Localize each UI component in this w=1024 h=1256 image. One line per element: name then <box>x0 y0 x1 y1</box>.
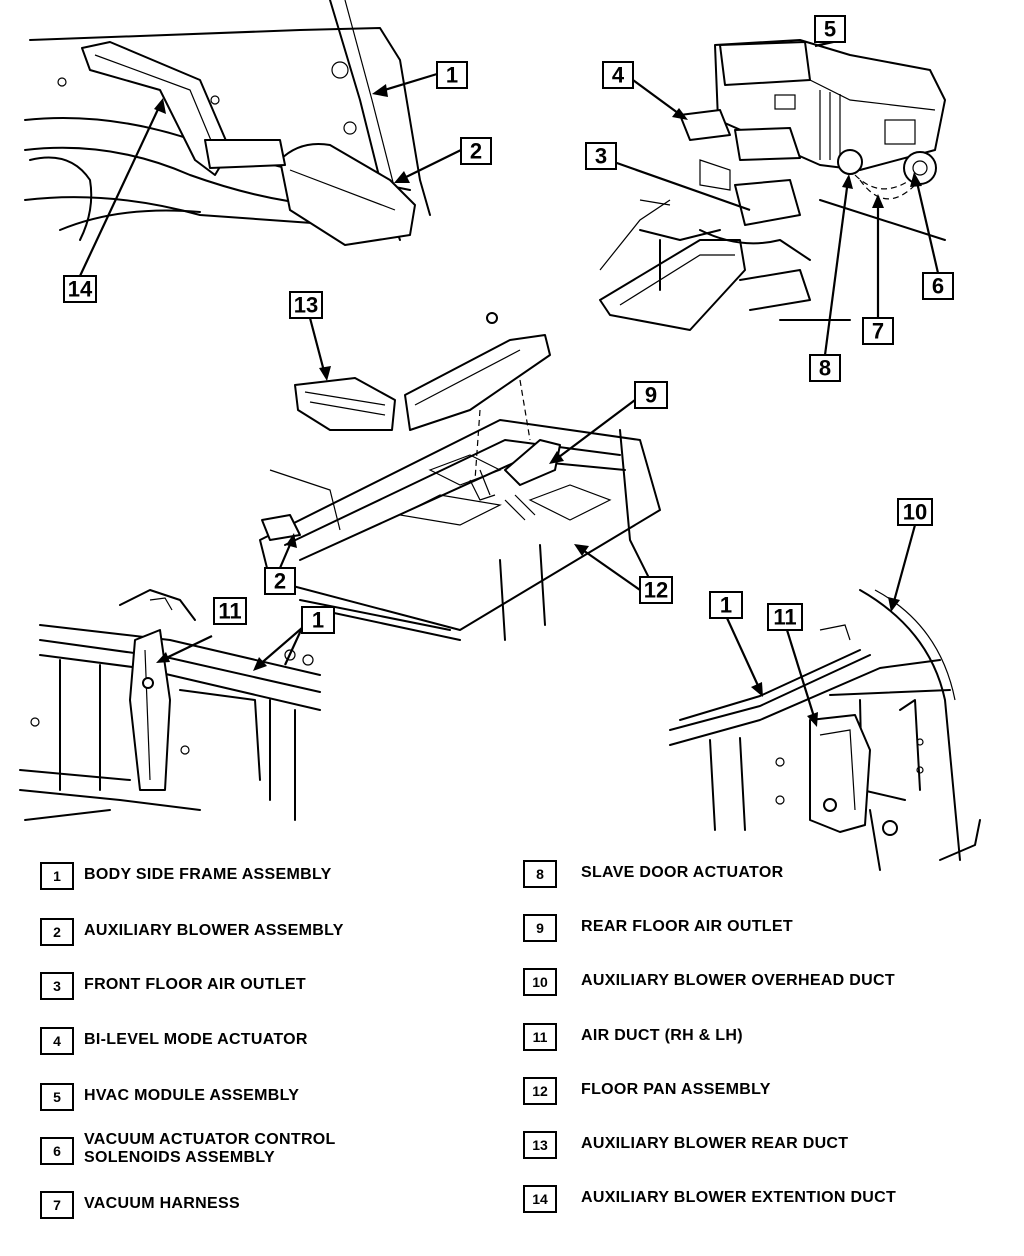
legend-item-6: 6 VACUUM ACTUATOR CONTROL SOLENOIDS ASSE… <box>40 1131 336 1167</box>
legend-num: 11 <box>523 1023 557 1051</box>
callout-c-12 <box>639 576 673 604</box>
callout-tr-3-label: 3 <box>595 144 607 169</box>
legend-item-5: 5 HVAC MODULE ASSEMBLY <box>40 1083 299 1111</box>
legend-item-9: 9 REAR FLOOR AIR OUTLET <box>523 914 793 942</box>
callout-c-9-label: 9 <box>645 383 657 408</box>
callout-tr-7 <box>862 317 894 345</box>
callout-bl-1-label: 1 <box>312 608 324 633</box>
callout-c-13-label: 13 <box>294 293 318 318</box>
legend-num: 10 <box>523 968 557 996</box>
view-center: 13 9 2 12 <box>259 291 673 641</box>
callout-br-1-label: 1 <box>720 593 732 618</box>
callout-tr-6-label: 6 <box>932 274 944 299</box>
legend-label: BI-LEVEL MODE ACTUATOR <box>84 1031 308 1048</box>
callout-br-10-label: 10 <box>903 500 927 525</box>
legend-item-14: 14 AUXILIARY BLOWER EXTENTION DUCT <box>523 1185 896 1213</box>
callout-c-12-label: 12 <box>644 578 668 603</box>
callout-tl-14-label: 14 <box>68 277 93 302</box>
callout-tr-6 <box>922 272 954 300</box>
view-top-left: 1 2 14 <box>24 0 492 303</box>
view-bottom-left: 11 1 <box>19 589 335 821</box>
callout-tr-8 <box>809 354 841 382</box>
legend-label: AUXILIARY BLOWER OVERHEAD DUCT <box>581 972 895 989</box>
legend-item-2: 2 AUXILIARY BLOWER ASSEMBLY <box>40 918 344 946</box>
legend-item-1: 1 BODY SIDE FRAME ASSEMBLY <box>40 862 332 890</box>
callout-tr-5 <box>814 15 846 43</box>
legend-item-8: 8 SLAVE DOOR ACTUATOR <box>523 860 783 888</box>
view-bottom-right: 10 1 11 <box>669 498 981 871</box>
callout-c-2-label: 2 <box>274 569 286 594</box>
callout-tl-1 <box>436 61 468 89</box>
callout-tr-5-label: 5 <box>824 17 836 42</box>
legend-num: 8 <box>523 860 557 888</box>
legend-num: 3 <box>40 972 74 1000</box>
legend-label: BODY SIDE FRAME ASSEMBLY <box>84 866 332 883</box>
legend-label: AUXILIARY BLOWER ASSEMBLY <box>84 922 344 939</box>
legend-num: 5 <box>40 1083 74 1111</box>
legend-item-3: 3 FRONT FLOOR AIR OUTLET <box>40 972 306 1000</box>
callout-bl-11 <box>213 597 247 625</box>
callout-c-9 <box>634 381 668 409</box>
callout-br-11 <box>767 603 803 631</box>
legend-num: 12 <box>523 1077 557 1105</box>
legend-item-11: 11 AIR DUCT (RH & LH) <box>523 1023 743 1051</box>
legend-label: VACUUM HARNESS <box>84 1195 240 1212</box>
callout-tr-4-label: 4 <box>612 63 625 88</box>
legend-item-7: 7 VACUUM HARNESS <box>40 1191 240 1219</box>
legend-item-4: 4 BI-LEVEL MODE ACTUATOR <box>40 1027 308 1055</box>
callout-tl-14 <box>63 275 97 303</box>
callout-tl-2 <box>460 137 492 165</box>
legend-num: 7 <box>40 1191 74 1219</box>
legend-num: 13 <box>523 1131 557 1159</box>
legend-item-13: 13 AUXILIARY BLOWER REAR DUCT <box>523 1131 848 1159</box>
callout-c-13 <box>289 291 323 319</box>
callout-tl-2-label: 2 <box>470 139 482 164</box>
callout-tr-7-label: 7 <box>872 319 884 344</box>
legend-label: REAR FLOOR AIR OUTLET <box>581 918 793 935</box>
legend-label: AIR DUCT (RH & LH) <box>581 1027 743 1044</box>
legend-label: VACUUM ACTUATOR CONTROL SOLENOIDS ASSEMB… <box>84 1131 336 1166</box>
callout-br-10 <box>897 498 933 526</box>
callout-tr-8-label: 8 <box>819 356 831 381</box>
callout-tr-4 <box>602 61 634 89</box>
callout-bl-11-label: 11 <box>218 599 241 624</box>
callout-bl-1 <box>301 606 335 634</box>
callout-tl-1-label: 1 <box>446 63 458 88</box>
legend-label: AUXILIARY BLOWER REAR DUCT <box>581 1135 849 1152</box>
legend-num: 9 <box>523 914 557 942</box>
legend-label: SLAVE DOOR ACTUATOR <box>581 864 784 881</box>
legend-num: 14 <box>523 1185 557 1213</box>
legend-label: FRONT FLOOR AIR OUTLET <box>84 976 306 993</box>
legend-num: 1 <box>40 862 74 890</box>
legend-num: 4 <box>40 1027 74 1055</box>
legend-item-12: 12 FLOOR PAN ASSEMBLY <box>523 1077 771 1105</box>
legend-label: HVAC MODULE ASSEMBLY <box>84 1087 300 1104</box>
legend-item-10: 10 AUXILIARY BLOWER OVERHEAD DUCT <box>523 968 895 996</box>
callout-br-1 <box>709 591 743 619</box>
view-top-right: 5 4 3 6 7 8 <box>585 15 954 382</box>
callout-tr-3 <box>585 142 617 170</box>
legend-num: 6 <box>40 1137 74 1165</box>
legend-num: 2 <box>40 918 74 946</box>
legend-label: AUXILIARY BLOWER EXTENTION DUCT <box>581 1189 897 1206</box>
legend-label: FLOOR PAN ASSEMBLY <box>581 1081 771 1098</box>
callout-br-11-label: 11 <box>773 605 796 630</box>
callout-c-2 <box>264 567 296 595</box>
